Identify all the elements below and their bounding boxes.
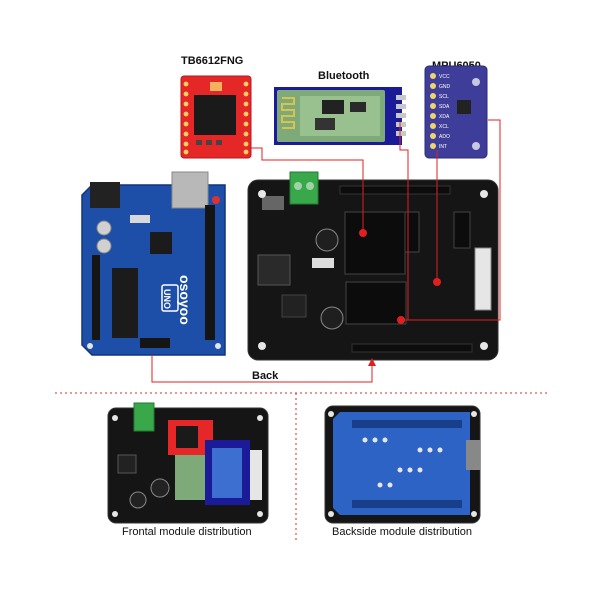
svg-text:ADO: ADO — [439, 134, 450, 140]
mpu6050-module: VCC GND SCL SDA XDA XCL ADO INT — [425, 66, 487, 158]
svg-text:XDA: XDA — [439, 114, 450, 120]
svg-text:VCC: VCC — [439, 74, 450, 80]
uno-brand-text: osoyoo — [177, 275, 193, 325]
motor-shield-board — [248, 172, 498, 360]
svg-text:XCL: XCL — [439, 124, 449, 130]
backside-assembly-photo — [325, 406, 480, 523]
uno-model-text: UNO — [162, 289, 172, 309]
svg-text:SDA: SDA — [439, 104, 450, 110]
svg-text:INT: INT — [439, 144, 447, 150]
tb6612fng-module — [181, 76, 251, 158]
bluetooth-module — [274, 87, 406, 145]
svg-text:SCL: SCL — [439, 94, 449, 100]
arduino-uno-board: osoyoo UNO — [82, 172, 225, 355]
backside-caption: Backside module distribution — [332, 526, 472, 538]
front-assembly-photo — [108, 403, 268, 523]
front-caption: Frontal module distribution — [122, 526, 252, 538]
svg-text:GND: GND — [439, 84, 451, 90]
